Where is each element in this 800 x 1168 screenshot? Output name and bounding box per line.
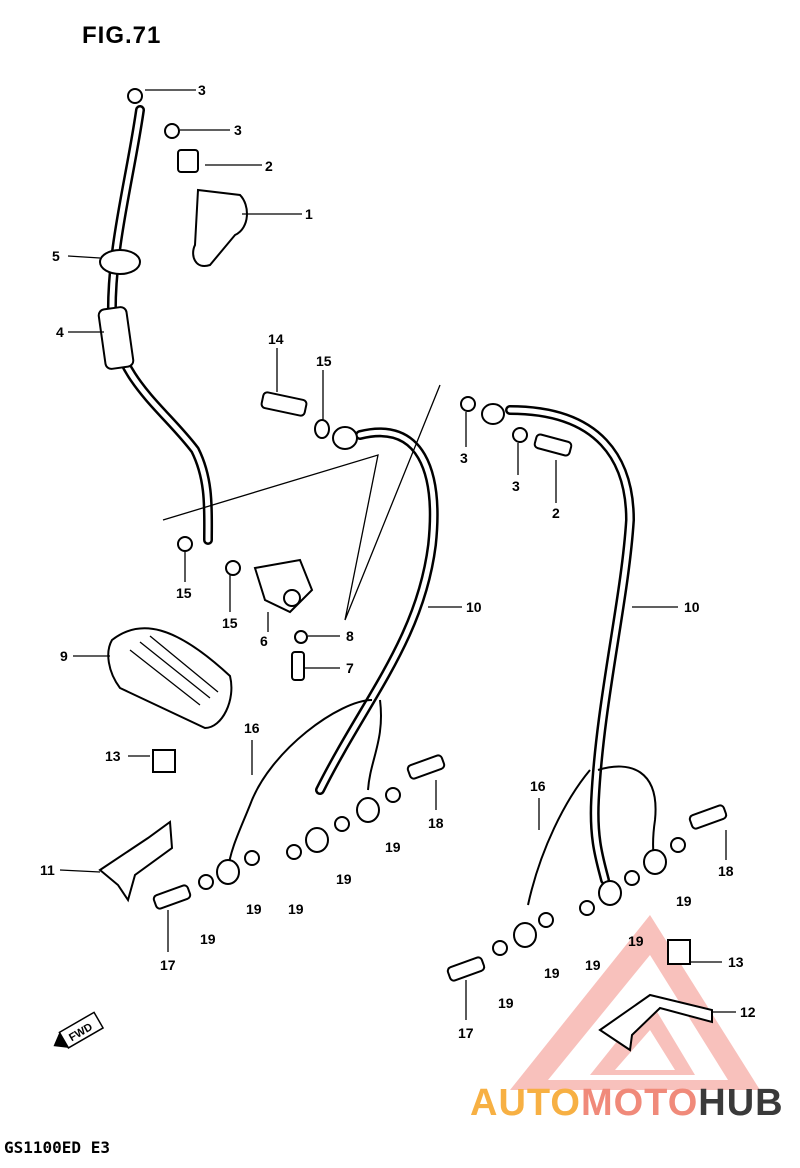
grommet-13b [667, 939, 691, 965]
callout-3: 3 [460, 450, 468, 466]
banjo-lower-l3 [356, 797, 380, 823]
callout-17: 17 [160, 957, 176, 973]
callout-2: 2 [552, 505, 560, 521]
joint-6 [253, 558, 314, 614]
callout-9: 9 [60, 648, 68, 664]
washer-3c [460, 396, 476, 412]
callout-19: 19 [676, 893, 692, 909]
callout-2: 2 [265, 158, 273, 174]
washer-19a [244, 850, 260, 866]
banjo-lower-l2 [305, 827, 329, 853]
callout-16: 16 [244, 720, 260, 736]
callout-19: 19 [385, 839, 401, 855]
banjo-right [481, 403, 505, 425]
washer-19h [579, 900, 595, 916]
washer-3a [127, 88, 143, 104]
washer-19i [624, 870, 640, 886]
callout-15: 15 [222, 615, 238, 631]
washer-19c [286, 844, 302, 860]
bolt-17b [446, 956, 486, 982]
hose-4 [97, 105, 214, 545]
callout-17: 17 [458, 1025, 474, 1041]
washer-3b [164, 123, 180, 139]
callout-12: 12 [740, 1004, 756, 1020]
bolt-2b [533, 433, 573, 457]
callout-10: 10 [684, 599, 700, 615]
bolt-18b [688, 804, 728, 830]
callout-6: 6 [260, 633, 268, 649]
callout-labels: 3 3 2 1 5 4 14 15 15 15 6 8 7 9 10 10 3 … [40, 82, 756, 1041]
watermark-part-hub: HUB [698, 1082, 784, 1124]
bolt-2a [177, 149, 199, 173]
callout-3: 3 [234, 122, 242, 138]
callout-11: 11 [40, 862, 55, 878]
callout-13: 13 [728, 954, 744, 970]
washer-19g [492, 940, 508, 956]
figure-title: FIG.71 [82, 22, 162, 49]
bolt-7 [291, 651, 305, 681]
callout-15: 15 [176, 585, 192, 601]
callout-5: 5 [52, 248, 60, 264]
callout-16: 16 [530, 778, 546, 794]
washer-19f [538, 912, 554, 928]
callout-3: 3 [198, 82, 206, 98]
callout-19: 19 [200, 931, 216, 947]
clamp-5 [99, 249, 141, 275]
callout-1: 1 [305, 206, 313, 222]
washer-15c [314, 419, 330, 439]
banjo-lower-l1 [216, 859, 240, 885]
leader-lines [59, 89, 736, 1020]
callout-19: 19 [628, 933, 644, 949]
nut-8 [294, 630, 308, 644]
washer-19b [198, 874, 214, 890]
washer-19d [334, 816, 350, 832]
callout-4: 4 [56, 324, 64, 340]
bolt-14 [260, 391, 308, 417]
hose-10-right [505, 405, 657, 906]
fwd-arrow: FWD [53, 1011, 105, 1049]
washer-19j [670, 837, 686, 853]
callout-14: 14 [268, 331, 284, 347]
callout-19: 19 [498, 995, 514, 1011]
callout-18: 18 [718, 863, 734, 879]
callout-15: 15 [316, 353, 332, 369]
cover-9-ribs [129, 635, 219, 706]
bolt-17a [152, 884, 192, 910]
callout-19: 19 [246, 901, 262, 917]
callout-7: 7 [346, 660, 354, 676]
banjo-lower-r1 [513, 922, 537, 948]
callout-19: 19 [288, 901, 304, 917]
washer-3d [512, 427, 528, 443]
callout-8: 8 [346, 628, 354, 644]
model-label: GS1100ED E3 [4, 1138, 110, 1157]
washer-19e [385, 787, 401, 803]
banjo-lower-r2 [598, 880, 622, 906]
callout-19: 19 [544, 965, 560, 981]
callout-18: 18 [428, 815, 444, 831]
banjo-lower-r3 [643, 849, 667, 875]
callout-10: 10 [466, 599, 482, 615]
washer-15a [177, 536, 193, 552]
bracket-11 [98, 820, 174, 903]
callout-19: 19 [585, 957, 601, 973]
watermark-text: AUTOMOTOHUB [470, 1082, 784, 1125]
watermark-part-auto: AUTO [470, 1082, 581, 1124]
washer-15b [225, 560, 241, 576]
banjo-left [332, 426, 358, 450]
hose-10-left [227, 427, 439, 871]
joint-6-hole [283, 589, 301, 607]
grommet-13a [152, 749, 176, 773]
callout-3: 3 [512, 478, 520, 494]
cover-9 [107, 627, 233, 730]
bolt-18a [406, 754, 446, 780]
bracket-12 [598, 993, 713, 1052]
callout-13: 13 [105, 748, 121, 764]
callout-19: 19 [336, 871, 352, 887]
watermark-part-moto: MOTO [580, 1082, 699, 1124]
cap-1 [192, 188, 248, 267]
